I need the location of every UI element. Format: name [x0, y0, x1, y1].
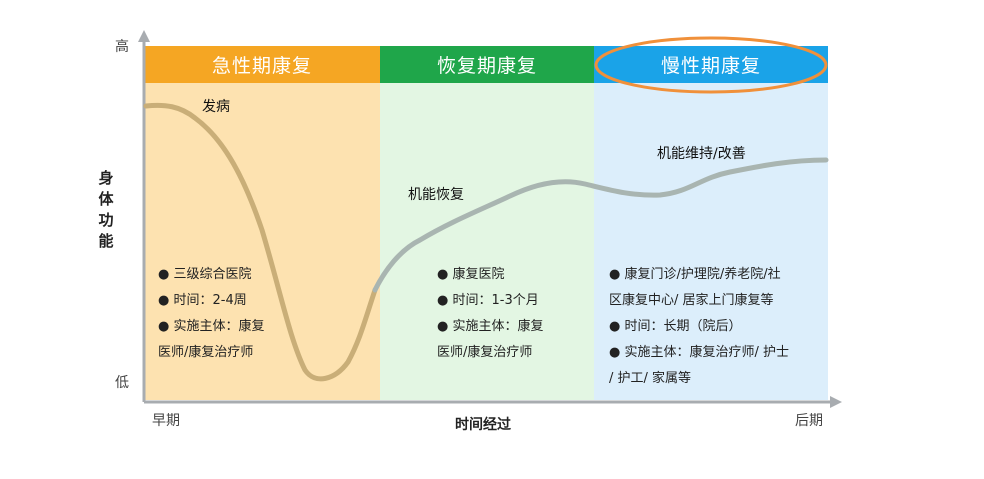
x-axis-start-label: 早期 — [152, 413, 180, 429]
phase-acute-detail-line: ● 实施主体：康复 — [158, 319, 265, 334]
y-axis-low-label: 低 — [115, 375, 129, 391]
y-axis-arrow — [138, 30, 150, 42]
curve-label-recovery: 机能恢复 — [408, 187, 464, 203]
phase-recovery-header: 恢复期康复 — [380, 46, 594, 83]
y-axis-title: 身体功能 — [98, 169, 114, 250]
phase-recovery-detail-line: 医师/康复治疗师 — [437, 345, 533, 360]
curve-later-segment — [372, 157, 829, 293]
x-axis-arrow — [830, 396, 842, 408]
x-axis-end-label: 后期 — [795, 413, 823, 429]
highlight-ellipse — [594, 36, 828, 94]
curve-label-onset: 发病 — [202, 99, 230, 115]
phase-acute-details: ● 三级综合医院 ● 时间：2-4周 ● 实施主体：康复 医师/康复治疗师 — [158, 262, 264, 366]
phase-recovery-details: ● 康复医院 ● 时间：1-3个月 ● 实施主体：康复 医师/康复治疗师 — [437, 262, 543, 366]
phase-recovery-detail-line: ● 时间：1-3个月 — [437, 293, 539, 308]
phase-acute-detail-line: ● 三级综合医院 — [158, 267, 252, 282]
phase-chronic-detail-line: ● 康复门诊/护理院/养老院/社 — [609, 267, 781, 282]
phase-chronic-detail-line: / 护工/ 家属等 — [609, 371, 692, 386]
phase-chronic-header: 慢性期康复 — [594, 46, 828, 83]
phase-acute-background — [144, 83, 380, 400]
phase-chronic-details: ● 康复门诊/护理院/养老院/社 区康复中心/ 居家上门康复等 ● 时间：长期（… — [609, 262, 789, 392]
curve-label-maintain: 机能维持/改善 — [657, 146, 746, 162]
phase-acute-detail-line: 医师/康复治疗师 — [158, 345, 254, 360]
phase-recovery-detail-line: ● 康复医院 — [437, 267, 505, 282]
phase-chronic-background — [594, 83, 828, 400]
curve-acute-segment — [143, 102, 378, 382]
phase-acute-header: 急性期康复 — [144, 46, 380, 83]
phase-acute-detail-line: ● 时间：2-4周 — [158, 293, 247, 308]
phase-chronic-detail-line: 区康复中心/ 居家上门康复等 — [609, 293, 774, 308]
phase-chronic-detail-line: ● 实施主体：康复治疗师/ 护士 — [609, 345, 789, 360]
phase-recovery-detail-line: ● 实施主体：康复 — [437, 319, 544, 334]
x-axis-title: 时间经过 — [455, 417, 511, 433]
y-axis-high-label: 高 — [115, 39, 129, 55]
phase-chronic-detail-line: ● 时间：长期（院后） — [609, 319, 742, 334]
